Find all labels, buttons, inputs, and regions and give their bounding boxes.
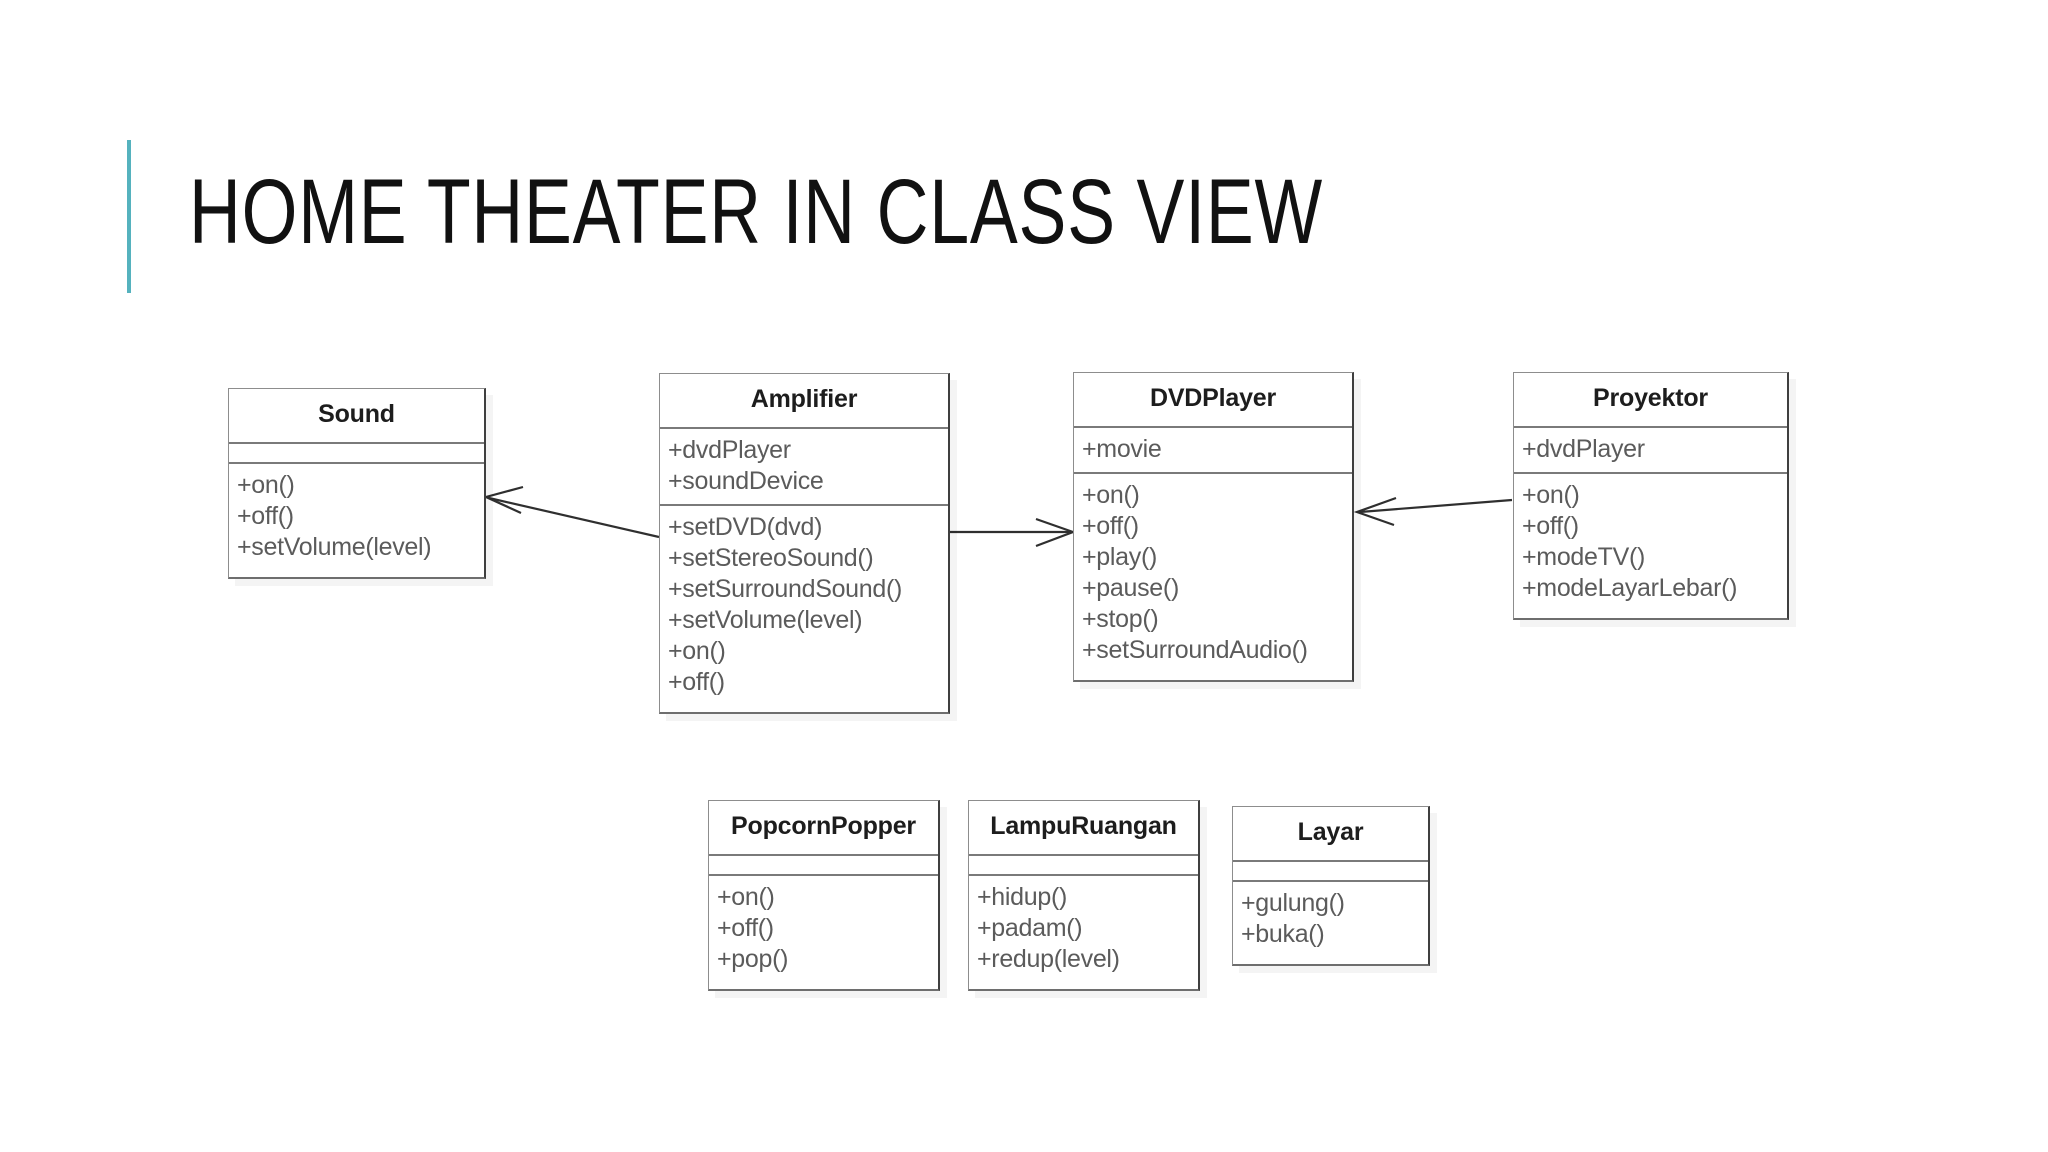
uml-class-proyektor[interactable]: Proyektor +dvdPlayer +on() +off() +modeT… [1513,372,1789,620]
uml-methods-compartment: +gulung() +buka() [1233,882,1428,964]
uml-member: +off() [668,668,725,696]
uml-member: +modeTV() [1522,543,1646,571]
uml-member: +on() [668,637,726,665]
uml-member: +on() [717,883,775,911]
uml-member: +movie [1082,435,1162,463]
uml-member: +off() [1522,512,1579,540]
uml-class-name: Sound [229,389,484,444]
uml-member: +redup(level) [977,945,1120,973]
uml-attributes-compartment [709,856,938,876]
uml-member: +setSurroundSound() [668,575,903,603]
uml-attributes-compartment: +dvdPlayer +soundDevice [660,429,948,506]
uml-member: +modeLayarLebar() [1522,574,1738,602]
uml-class-name: LampuRuangan [969,801,1198,856]
uml-class-sound[interactable]: Sound +on() +off() +setVolume(level) [228,388,486,579]
uml-member: +setVolume(level) [668,606,863,634]
uml-class-name: DVDPlayer [1074,373,1352,428]
uml-methods-compartment: +setDVD(dvd) +setStereoSound() +setSurro… [660,506,948,712]
uml-member: +padam() [977,914,1083,942]
uml-class-name: Amplifier [660,374,948,429]
uml-member: +off() [1082,512,1139,540]
uml-class-name: Proyektor [1514,373,1787,428]
uml-attributes-compartment [229,444,484,464]
uml-attributes-compartment [1233,862,1428,882]
uml-attributes-compartment [969,856,1198,876]
uml-member: +soundDevice [668,467,824,495]
uml-member: +stop() [1082,605,1159,633]
uml-member: +setSurroundAudio() [1082,636,1308,664]
uml-member: +off() [237,502,294,530]
uml-attributes-compartment: +movie [1074,428,1352,474]
uml-member: +off() [717,914,774,942]
uml-class-layar[interactable]: Layar +gulung() +buka() [1232,806,1430,966]
uml-member: +setStereoSound() [668,544,874,572]
uml-member: +play() [1082,543,1158,571]
uml-class-popcornpopper[interactable]: PopcornPopper +on() +off() +pop() [708,800,940,991]
uml-member: +setVolume(level) [237,533,432,561]
uml-member: +on() [237,471,295,499]
uml-methods-compartment: +on() +off() +play() +pause() +stop() +s… [1074,474,1352,680]
uml-class-amplifier[interactable]: Amplifier +dvdPlayer +soundDevice +setDV… [659,373,950,714]
uml-member: +pause() [1082,574,1179,602]
uml-member: +on() [1522,481,1580,509]
uml-member: +pop() [717,945,789,973]
uml-class-name: Layar [1233,807,1428,862]
uml-member: +hidup() [977,883,1068,911]
uml-member: +dvdPlayer [668,436,791,464]
uml-methods-compartment: +on() +off() +modeTV() +modeLayarLebar() [1514,474,1787,618]
uml-methods-compartment: +on() +off() +setVolume(level) [229,464,484,577]
association-amplifier-to-dvdplayer [950,517,1077,548]
uml-member: +dvdPlayer [1522,435,1645,463]
uml-class-lampuruangan[interactable]: LampuRuangan +hidup() +padam() +redup(le… [968,800,1200,991]
uml-methods-compartment: +on() +off() +pop() [709,876,938,989]
uml-member: +on() [1082,481,1140,509]
uml-class-name: PopcornPopper [709,801,938,856]
uml-methods-compartment: +hidup() +padam() +redup(level) [969,876,1198,989]
uml-attributes-compartment: +dvdPlayer [1514,428,1787,474]
uml-member: +buka() [1241,920,1325,948]
page-title: Home Theater in Class View [189,161,1324,263]
title-accent-bar [127,140,131,293]
uml-class-dvdplayer[interactable]: DVDPlayer +movie +on() +off() +play() +p… [1073,372,1354,682]
uml-member: +gulung() [1241,889,1345,917]
association-proyektor-to-dvdplayer [1353,496,1513,527]
association-amplifier-to-sound [482,485,660,539]
uml-member: +setDVD(dvd) [668,513,823,541]
